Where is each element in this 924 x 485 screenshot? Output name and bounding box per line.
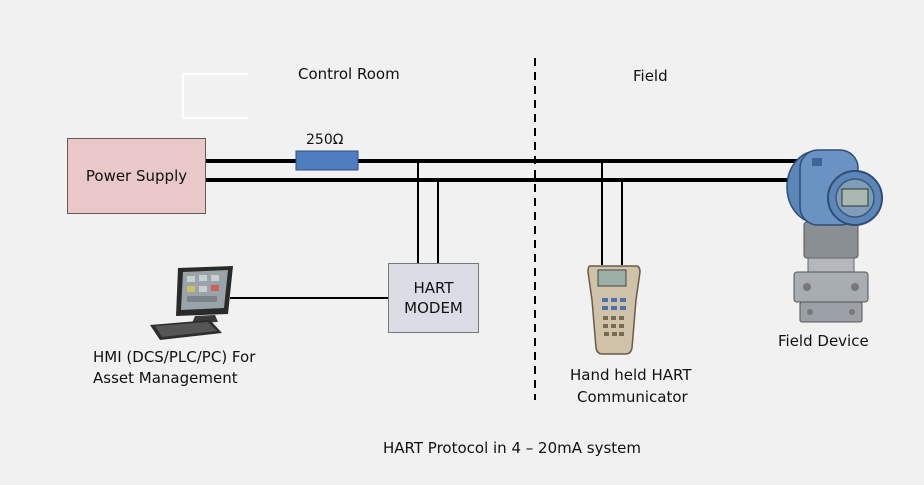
- handheld-label-line1: Hand held HART: [570, 366, 692, 384]
- decorative-frame: [182, 73, 248, 119]
- control-room-label: Control Room: [298, 65, 400, 83]
- field-label: Field: [633, 67, 668, 85]
- pressure-transmitter-icon: [786, 149, 883, 323]
- hart-modem-label-line1: HART: [413, 279, 454, 297]
- hart-modem-label-line2: MODEM: [404, 299, 463, 317]
- hmi-label-line1: HMI (DCS/PLC/PC) For: [93, 348, 256, 366]
- diagram-caption: HART Protocol in 4 – 20mA system: [383, 439, 641, 457]
- power-supply-box: Power Supply: [67, 138, 206, 214]
- field-device-label: Field Device: [778, 332, 869, 350]
- hart-modem-box: HART MODEM: [388, 263, 479, 333]
- resistor-label: 250Ω: [306, 132, 344, 148]
- handheld-communicator-icon: [587, 265, 641, 355]
- computer-terminal-icon: [150, 266, 233, 340]
- hmi-label-line2: Asset Management: [93, 369, 238, 387]
- resistor: [295, 150, 359, 171]
- power-supply-label: Power Supply: [85, 167, 188, 185]
- handheld-label-line2: Communicator: [577, 388, 688, 406]
